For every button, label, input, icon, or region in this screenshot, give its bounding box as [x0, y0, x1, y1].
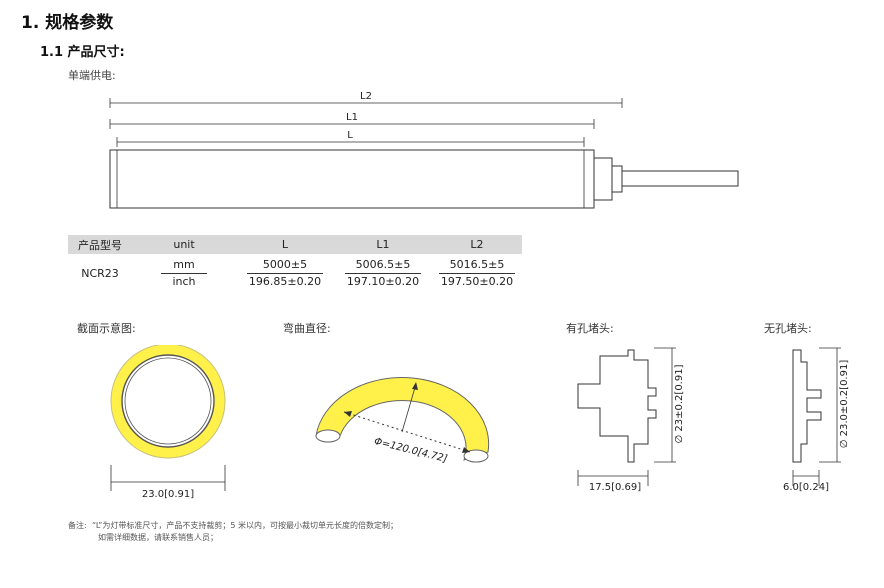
note-line-2: 如需详细数据，请联系销售人员；: [98, 533, 218, 542]
cross-section-inner: [121, 354, 215, 448]
l-inch: 196.85±0.20: [248, 274, 322, 288]
unit-inch: inch: [172, 274, 196, 288]
end-cap-hole-drawing: ∅ 23±0.2[0.91] 17.5[0.69]: [577, 347, 685, 493]
end-cap-hole-shape: [577, 349, 657, 463]
l2-inch: 197.50±0.20: [440, 274, 514, 288]
end-cap-hole-width: 17.5[0.69]: [589, 482, 641, 493]
tube-end-cap: [593, 157, 613, 201]
section-title: 1. 规格参数: [21, 13, 114, 33]
l-mm: 5000±5: [246, 258, 324, 274]
power-label: 单端供电:: [68, 69, 116, 82]
spec-table: 产品型号 unit L L1 L2 NCR23 mm inch 5000±5 1…: [68, 235, 522, 292]
tube-body: [109, 149, 595, 209]
cross-section-dim: 23.0[0.91]: [142, 489, 194, 500]
end-cap-no-hole-shape: [792, 349, 822, 463]
l1-mm: 5006.5±5: [344, 258, 422, 274]
l1-inch: 197.10±0.20: [346, 274, 420, 288]
caption-end-cap-hole: 有孔堵头:: [566, 322, 614, 335]
header-l1: L1: [334, 235, 432, 254]
l1-label: L1: [346, 112, 358, 123]
l2-mm: 5016.5±5: [438, 258, 516, 274]
cross-section-drawing: 23.0[0.91]: [110, 345, 226, 500]
product-length-drawing: L2 L1 L: [109, 91, 739, 209]
header-l: L: [236, 235, 334, 254]
l1-value-cell: 5006.5±5 197.10±0.20: [334, 254, 432, 292]
power-cable: [621, 170, 739, 187]
note-line-1: “L”为灯带标准尺寸，产品不支持裁剪；5 米以内，可按最小裁切单元长度的倍数定制…: [92, 521, 399, 530]
l-value-cell: 5000±5 196.85±0.20: [236, 254, 334, 292]
end-cap-no-hole-height: ∅ 23.0±0.2[0.91]: [839, 360, 850, 449]
end-cap-no-hole-width: 6.0[0.24]: [783, 482, 829, 493]
subsection-title: 1.1 产品尺寸:: [40, 45, 125, 60]
end-cap-no-hole-drawing: ∅ 23.0±0.2[0.91] 6.0[0.24]: [783, 347, 850, 493]
header-unit: unit: [132, 235, 236, 254]
l2-value-cell: 5016.5±5 197.50±0.20: [432, 254, 522, 292]
header-l2: L2: [432, 235, 522, 254]
header-model: 产品型号: [68, 235, 132, 254]
caption-end-cap-no-hole: 无孔堵头:: [764, 322, 812, 335]
bend-diameter-drawing: Φ=120.0[4.72]: [315, 377, 490, 465]
unit-cell: mm inch: [132, 254, 236, 292]
bend-dim: Φ=120.0[4.72]: [373, 436, 448, 465]
note-label: 备注:: [68, 521, 87, 530]
l2-label: L2: [360, 91, 372, 102]
caption-bend-diameter: 弯曲直径:: [283, 322, 331, 335]
l-label: L: [347, 130, 353, 141]
unit-mm: mm: [161, 258, 207, 274]
end-cap-hole-height: ∅ 23±0.2[0.91]: [674, 364, 685, 443]
tube-connector: [611, 165, 623, 193]
model-cell: NCR23: [81, 266, 119, 280]
bent-strip: [315, 377, 490, 461]
caption-cross-section: 截面示意图:: [77, 322, 136, 335]
